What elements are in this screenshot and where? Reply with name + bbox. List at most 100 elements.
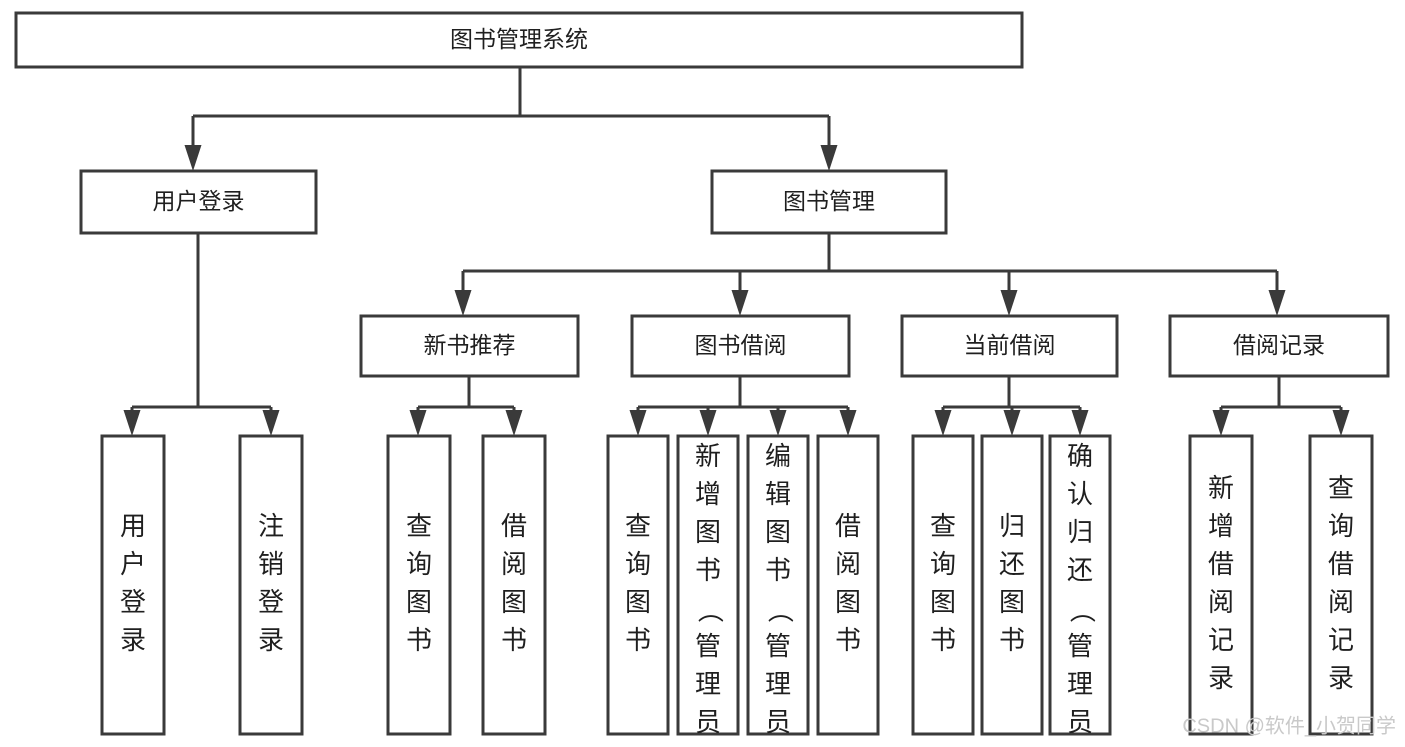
label-char: 还	[999, 549, 1025, 579]
label-char: 录	[1328, 663, 1354, 693]
arrow-to-book-borrow	[731, 271, 749, 316]
label-char: 注	[258, 511, 284, 541]
label-char: 理	[695, 669, 721, 699]
label-char: 询	[625, 549, 651, 579]
node-box-leaf-add-book[interactable]	[676, 434, 740, 736]
arrow-to-current-borrow	[1000, 271, 1018, 316]
node-root[interactable]: 图书管理系统	[14, 11, 1024, 69]
label-char: 阅	[835, 549, 861, 579]
node-box-root[interactable]	[14, 11, 1024, 69]
node-box-leaf-borrow-book-1[interactable]	[481, 434, 547, 736]
node-label-new-book-rec: 新书推荐	[424, 332, 516, 358]
label-char: （	[1067, 597, 1097, 623]
node-leaf-user-login[interactable]: 用户登录	[100, 434, 166, 736]
arrow-to-leaf-user-login	[123, 407, 141, 436]
label-char: 用	[120, 511, 146, 541]
label-char: 查	[1328, 473, 1354, 503]
label-char: 归	[1067, 517, 1093, 547]
node-layer: 图书管理系统用户登录图书管理新书推荐图书借阅当前借阅借阅记录用户登录注销登录查询…	[14, 11, 1390, 747]
arrow-head-layer	[123, 116, 1350, 436]
node-box-leaf-query-book-3[interactable]	[911, 434, 975, 736]
node-box-leaf-borrow-book-2[interactable]	[816, 434, 880, 736]
label-char: 书	[835, 625, 861, 655]
node-box-leaf-add-record[interactable]	[1188, 434, 1254, 736]
node-box-new-book-rec[interactable]	[359, 314, 580, 378]
label-char: （	[695, 597, 725, 623]
label-char: 图	[695, 517, 721, 547]
label-char: 书	[695, 555, 721, 585]
node-box-leaf-return-book[interactable]	[980, 434, 1044, 736]
node-box-leaf-query-book-2[interactable]	[606, 434, 670, 736]
label-char: 查	[930, 511, 956, 541]
connector-bar-current-borrow	[943, 376, 1080, 409]
label-char: 图	[999, 587, 1025, 617]
node-box-user-login[interactable]	[79, 169, 318, 235]
label-char: 管	[765, 631, 791, 661]
node-box-leaf-confirm-return[interactable]	[1048, 434, 1112, 736]
node-box-book-manage[interactable]	[710, 169, 948, 235]
label-char: 员	[695, 707, 721, 737]
node-label-borrow-record: 借阅记录	[1233, 332, 1325, 358]
arrow-to-leaf-query-book-3	[934, 407, 952, 436]
node-box-leaf-user-login[interactable]	[100, 434, 166, 736]
label-char: （	[765, 597, 795, 623]
node-user-login[interactable]: 用户登录	[79, 169, 318, 235]
node-box-leaf-query-book-1[interactable]	[386, 434, 452, 736]
node-box-leaf-logout[interactable]	[238, 434, 304, 736]
node-borrow-record[interactable]: 借阅记录	[1168, 314, 1390, 378]
label-char: 登	[120, 587, 146, 617]
label-char: 销	[258, 549, 284, 579]
node-box-borrow-record[interactable]	[1168, 314, 1390, 378]
node-label-book-manage: 图书管理	[783, 188, 875, 214]
label-char: 理	[1067, 669, 1093, 699]
node-book-manage[interactable]: 图书管理	[710, 169, 948, 235]
label-char: 书	[501, 625, 527, 655]
connector-bar-borrow-record	[1221, 376, 1341, 409]
node-book-borrow[interactable]: 图书借阅	[630, 314, 851, 378]
label-char: 书	[765, 555, 791, 585]
node-box-book-borrow[interactable]	[630, 314, 851, 378]
label-char: 借	[835, 511, 861, 541]
label-char: 新	[1208, 473, 1234, 503]
watermark-label: CSDN @软件_小贺同学	[1182, 714, 1396, 737]
label-char: 户	[120, 549, 146, 579]
node-new-book-rec[interactable]: 新书推荐	[359, 314, 580, 378]
arrow-to-leaf-query-book-1	[409, 407, 427, 436]
node-current-borrow[interactable]: 当前借阅	[900, 314, 1119, 378]
label-char: 阅	[501, 549, 527, 579]
node-box-current-borrow[interactable]	[900, 314, 1119, 378]
node-label-book-borrow: 图书借阅	[695, 332, 787, 358]
label-char: 图	[406, 587, 432, 617]
connector-bar-book-borrow	[638, 376, 848, 409]
label-char: 编	[765, 441, 791, 471]
node-box-leaf-query-record[interactable]	[1308, 434, 1374, 736]
label-char: 记	[1208, 625, 1234, 655]
label-char: 增	[695, 479, 721, 509]
label-char: 查	[406, 511, 432, 541]
arrow-to-new-book-rec	[454, 271, 472, 316]
label-char: 增	[1208, 511, 1234, 541]
arrow-to-leaf-logout	[262, 407, 280, 436]
label-char: 还	[1067, 555, 1093, 585]
node-box-leaf-edit-book[interactable]	[746, 434, 810, 736]
arrow-to-leaf-add-book	[699, 407, 717, 436]
label-char: 询	[406, 549, 432, 579]
